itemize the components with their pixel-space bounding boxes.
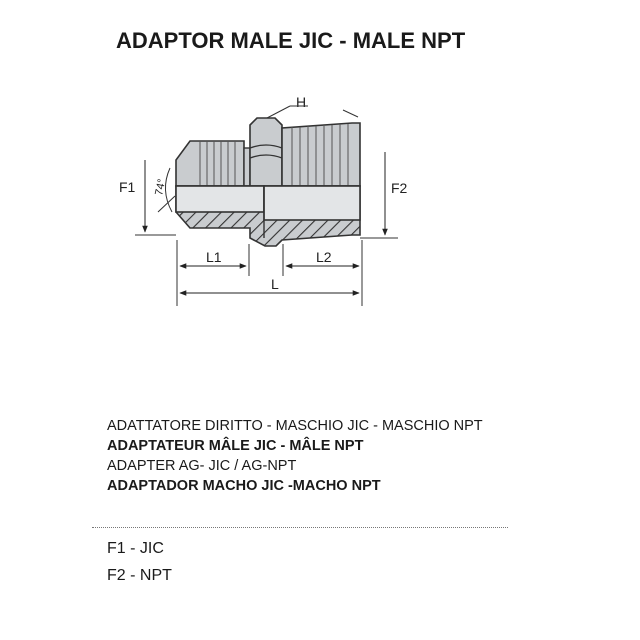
page-title: ADAPTOR MALE JIC - MALE NPT	[116, 28, 466, 53]
product-descriptions: ADATTATORE DIRITTO - MASCHIO JIC - MASCH…	[107, 416, 483, 496]
hex-nut-upper	[249, 117, 283, 187]
npt-taper-mark	[342, 109, 359, 118]
legend-item-f2: F2 - NPT	[107, 567, 172, 584]
angle-line	[157, 195, 176, 213]
l1-label: L1	[206, 249, 222, 265]
jic-end-upper	[175, 140, 245, 187]
description-line-it: ADATTATORE DIRITTO - MASCHIO JIC - MASCH…	[107, 418, 483, 434]
legend-item-f1: F1 - JIC	[107, 540, 164, 557]
angle-label: 74°	[153, 178, 168, 197]
h-leader	[266, 105, 291, 119]
f1-label: F1	[119, 179, 136, 195]
l2-label: L2	[316, 249, 332, 265]
technical-drawing: F1 74° F2 H L1 L2 L	[119, 94, 408, 306]
description-line-de: ADAPTER AG- JIC / AG-NPT	[107, 458, 297, 474]
neck-upper	[243, 147, 251, 187]
hex-nut-faces	[249, 144, 283, 159]
bore-npt	[263, 185, 361, 221]
f2-label: F2	[391, 180, 408, 196]
angle-arc	[165, 167, 173, 213]
dotted-divider	[92, 527, 508, 528]
jic-thread-lines	[199, 141, 236, 186]
h-label: H	[296, 94, 306, 110]
description-line-es: ADAPTADOR MACHO JIC -MACHO NPT	[107, 478, 381, 494]
thread-legend: F1 - JIC F2 - NPT	[107, 535, 172, 589]
npt-thread-lines	[291, 124, 349, 186]
bore-jic	[175, 185, 265, 213]
description-line-fr: ADAPTATEUR MÂLE JIC - MÂLE NPT	[107, 438, 364, 454]
l-label: L	[271, 276, 279, 292]
